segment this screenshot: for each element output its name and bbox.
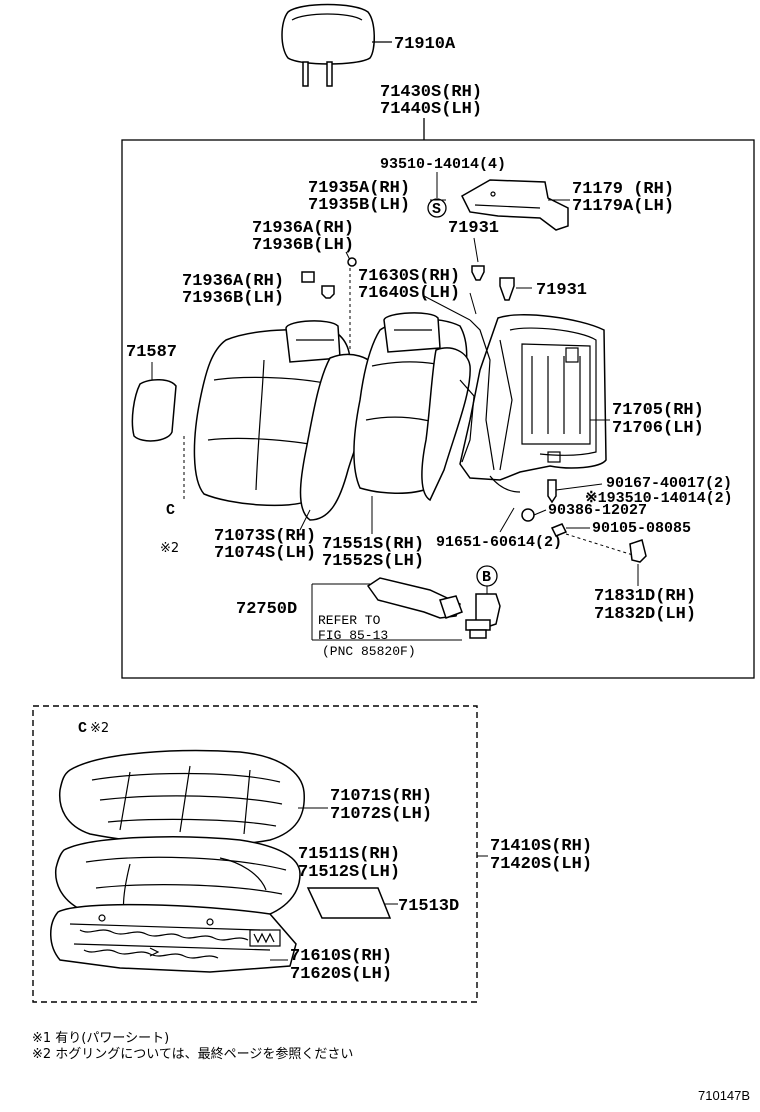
label-nut-90105: 90105-08085 <box>592 520 691 537</box>
label-back-cover-rh: 71073S(RH) <box>214 527 316 546</box>
label-hinge-cover2-lh: 71832D(LH) <box>594 605 696 624</box>
cushion-frame-drawing <box>50 903 297 973</box>
hog-ring-icon-2: C <box>78 720 87 737</box>
label-clip-mid: 71931 <box>536 281 587 300</box>
label-pad-back-rh: 71551S(RH) <box>322 535 424 554</box>
figure-code: 710147B <box>698 1088 750 1103</box>
ref-line-2: FIG 85-13 <box>318 628 388 643</box>
ref-line-1: REFER TO <box>318 613 381 628</box>
label-guide-b-lh: 71936B(LH) <box>182 289 284 308</box>
washer-90386-icon <box>521 508 535 522</box>
label-frame-rh: 71705(RH) <box>612 401 704 420</box>
label-cushion-pad-lh: 71512S(LH) <box>298 863 400 882</box>
cushion-mat-drawing <box>306 887 392 919</box>
label-screw-91651: 91651-60614(2) <box>436 534 562 551</box>
clip-mid-icon <box>499 277 515 301</box>
label-cushion-pad-rh: 71511S(RH) <box>298 845 400 864</box>
guide-b-icon <box>301 271 335 299</box>
label-cushion-cover-lh: 71072S(LH) <box>330 805 432 824</box>
cover-71587-drawing <box>131 379 177 442</box>
nut-90105-icon <box>550 523 568 537</box>
label-switch: 72750D <box>236 600 297 619</box>
motor-drawing <box>465 593 501 639</box>
guide-a-icon <box>347 257 357 267</box>
screw-90167-icon <box>547 479 557 504</box>
label-back-assy-rh: 71430S(RH) <box>380 83 482 102</box>
label-screw-90167: 90167-40017(2) <box>606 475 732 492</box>
seatback-cover-drawing <box>193 320 379 521</box>
seatback-frame-drawing <box>459 314 607 493</box>
callout-b: B <box>482 569 491 586</box>
label-bracket-rh: 71179 (RH) <box>572 180 674 199</box>
label-note-mark-2b: ※2 <box>90 721 109 736</box>
label-cushion-mat: 71513D <box>398 897 459 916</box>
seatback-group-frame <box>121 139 755 679</box>
headrest-drawing <box>281 3 375 87</box>
label-clip-top: 71931 <box>448 219 499 238</box>
label-guide-b-rh: 71936A(RH) <box>182 272 284 291</box>
label-pad-back-lh: 71552S(LH) <box>322 552 424 571</box>
hinge-cover2-drawing <box>629 539 647 563</box>
label-guide-a-rh: 71936A(RH) <box>252 219 354 238</box>
label-cover-71587: 71587 <box>126 343 177 362</box>
clip-top-icon <box>471 265 485 281</box>
label-cushion-assy-lh: 71420S(LH) <box>490 855 592 874</box>
label-cushion-frame-lh: 71620S(LH) <box>290 965 392 984</box>
callout-s-circle <box>427 198 447 218</box>
label-guide-a-lh: 71936B(LH) <box>252 236 354 255</box>
label-support-lh: 71640S(LH) <box>358 284 460 303</box>
label-hinge-cover-lh: 71935B(LH) <box>308 196 410 215</box>
callout-s: S <box>432 201 441 218</box>
bracket-drawing <box>461 179 569 231</box>
label-washer-90386: 90386-12027 <box>548 502 647 519</box>
label-cushion-frame-rh: 71610S(RH) <box>290 947 392 966</box>
label-back-cover-lh: 71074S(LH) <box>214 544 316 563</box>
hog-ring-icon: C <box>166 502 175 519</box>
label-cushion-assy-rh: 71410S(RH) <box>490 837 592 856</box>
label-support-rh: 71630S(RH) <box>358 267 460 286</box>
ref-line-3: (PNC 85820F) <box>322 644 416 659</box>
label-bracket-lh: 71179A(LH) <box>572 197 674 216</box>
label-screw-93510: ※193510-14014(2) <box>585 490 733 507</box>
label-cushion-cover-rh: 71071S(RH) <box>330 787 432 806</box>
label-frame-lh: 71706(LH) <box>612 419 704 438</box>
cushion-group-frame <box>32 705 478 1003</box>
label-back-assy-lh: 71440S(LH) <box>380 100 482 119</box>
label-hinge-cover-rh: 71935A(RH) <box>308 179 410 198</box>
label-headrest: 71910A <box>394 35 456 54</box>
label-screw-top: 93510-14014(4) <box>380 156 506 173</box>
cushion-cover-drawing <box>58 749 305 846</box>
footnote-2: ※2 ホグリングについては、最終ページを参照ください <box>32 1046 353 1062</box>
cushion-pad-drawing <box>54 836 301 925</box>
label-note-mark-2: ※2 <box>160 541 179 556</box>
seatback-pad-drawing <box>353 312 471 502</box>
footnote-1: ※1 有り(パワーシート) <box>32 1031 169 1046</box>
label-hinge-cover2-rh: 71831D(RH) <box>594 587 696 606</box>
switch-drawing <box>366 577 463 619</box>
